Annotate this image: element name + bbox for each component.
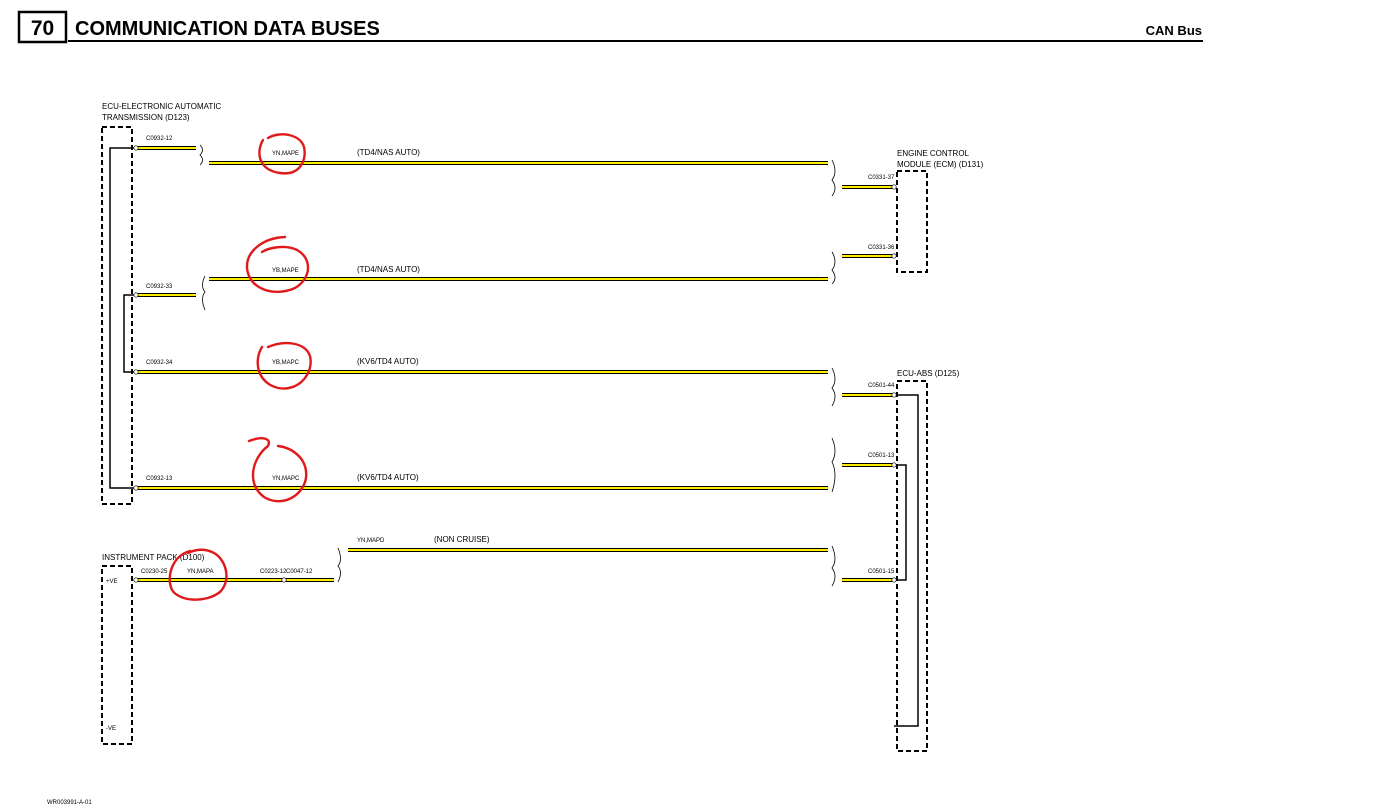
connector-c0501-44: C0501-44 (868, 383, 895, 389)
brace-w3-right (831, 367, 836, 407)
instrument-pack-neg: -VE (106, 726, 116, 732)
ecu-internal-link-outer (109, 147, 135, 489)
wire-note-5: (NON CRUISE) (434, 535, 490, 544)
ecu-internal-link-inner (123, 294, 135, 373)
ecm-label-2: MODULE (ECM) (D131) (897, 160, 984, 169)
page-header: 70 COMMUNICATION DATA BUSES CAN Bus (17, 10, 1203, 44)
connector-c0223-12: C0223-12 (260, 569, 287, 575)
instrument-pack-label: INSTRUMENT PACK (D100) (102, 553, 205, 562)
brace-w5-right (831, 545, 836, 587)
red-circle-4 (247, 437, 308, 503)
wire-yb-mapc (137, 370, 893, 397)
red-circle-1 (258, 133, 306, 175)
connector-c0932-12: C0932-12 (146, 136, 173, 142)
brace-w2-left (202, 275, 206, 311)
connector-c0501-15: C0501-15 (868, 569, 895, 575)
connector-c0932-13: C0932-13 (146, 476, 173, 482)
instrument-pack-box (101, 565, 133, 745)
brace-w4-right (831, 437, 836, 493)
wire-yn-mapc (137, 463, 893, 490)
wire-yn-mape (137, 146, 893, 189)
splice-braces (199, 144, 836, 587)
abs-internal-link-outer (894, 394, 919, 727)
wire-code-4: YN,MAPC (272, 476, 300, 482)
wire-code-2: YB,MAPE (272, 268, 299, 274)
ecu-transmission-label-1: ECU-ELECTRONIC AUTOMATIC (102, 102, 221, 111)
page-title: COMMUNICATION DATA BUSES (75, 18, 380, 40)
ecu-transmission-box (101, 126, 133, 505)
abs-internal-link-inner (894, 464, 907, 581)
brace-w5-left (337, 547, 341, 583)
brace-w1-left (199, 144, 203, 166)
connector-c0230-25: C0230-25 (141, 569, 168, 575)
connector-c0331-36: C0331-36 (868, 245, 895, 251)
connector-c0501-13: C0501-13 (868, 453, 895, 459)
red-circle-2 (245, 235, 310, 293)
figure-code: WR003991-A-01 (47, 800, 92, 806)
pin-markers (133, 145, 897, 583)
wire-note-1: (TD4/NAS AUTO) (357, 148, 420, 157)
wires (137, 146, 893, 582)
wire-note-4: (KV6/TD4 AUTO) (357, 473, 419, 482)
connector-c0331-37: C0331-37 (868, 175, 895, 181)
connector-c0047-12: C0047-12 (286, 569, 313, 575)
connector-c0932-34: C0932-34 (146, 360, 173, 366)
wire-code-3: YB,MAPC (272, 360, 300, 366)
brace-w2-right (831, 251, 836, 285)
wire-yn-mapa-mapd (137, 548, 893, 582)
wire-yb-mape (137, 254, 893, 297)
wire-note-2: (TD4/NAS AUTO) (357, 265, 420, 274)
instrument-pack-pos: +VE (106, 579, 118, 585)
ecm-box (896, 170, 928, 273)
abs-box (896, 380, 928, 752)
connector-c0932-33: C0932-33 (146, 284, 173, 290)
ecm-label-1: ENGINE CONTROL (897, 149, 970, 158)
red-circle-5 (168, 548, 228, 601)
brace-w1-right (831, 159, 836, 197)
abs-label: ECU-ABS (D125) (897, 369, 960, 378)
wire-code-5: YN,MAPD (357, 538, 385, 544)
red-circle-3 (256, 341, 312, 390)
section-number-box (17, 10, 68, 44)
ecu-transmission-label-2: TRANSMISSION (D123) (102, 113, 190, 122)
wire-code-6: YN,MAPA (187, 569, 214, 575)
section-subtitle: CAN Bus (1146, 23, 1202, 38)
wire-note-3: (KV6/TD4 AUTO) (357, 357, 419, 366)
section-number: 70 (31, 17, 54, 40)
wire-code-1: YN,MAPE (272, 151, 299, 157)
red-annotations (168, 133, 312, 601)
